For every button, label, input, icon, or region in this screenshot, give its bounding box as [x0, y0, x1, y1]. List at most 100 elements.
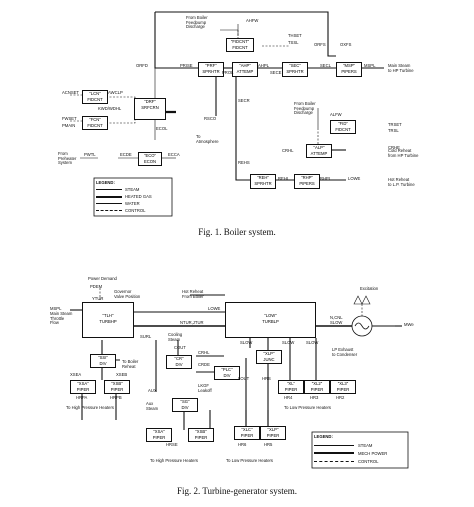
- block-alp: "ALP" ATTEMP: [306, 144, 332, 158]
- label-slow1: SLOW: [240, 340, 253, 345]
- block-tlh: "TLH" TURBHP: [82, 302, 134, 338]
- block-label: "XLP": [263, 351, 275, 356]
- label-trsl: TRSL: [388, 128, 399, 133]
- block-rhp: "RHP" PIPERS: [294, 174, 320, 189]
- label-rehs: REHS: [238, 160, 250, 165]
- block-type: ATTEMP: [310, 150, 328, 156]
- label-to-hp: To High Pressure Heaters: [66, 405, 114, 410]
- label-fwset: FWSET: [62, 116, 77, 121]
- block-type: SRFCRN: [141, 104, 159, 110]
- label-ecca: ECCA: [168, 152, 180, 157]
- label-alfw: ALFW: [330, 112, 342, 117]
- block-label: "ECO": [143, 153, 157, 158]
- block-plc: "PLC" DIV: [214, 366, 240, 380]
- legend-title: LEGEND:: [96, 180, 115, 185]
- label-hr4: HR4: [284, 395, 293, 400]
- block-type: DIV: [99, 360, 107, 366]
- block-cr: "CR" DIV: [166, 355, 192, 369]
- block-type: JUNC: [263, 356, 275, 362]
- label-xsea: XSEA: [70, 372, 82, 377]
- block-ssa: "XSA" PIPER: [146, 428, 172, 442]
- label-hrse: HRSE: [166, 442, 178, 447]
- block-type: PIPER: [152, 434, 166, 440]
- block-fidcnt-top: "FIDCNT" FIDCNT: [226, 38, 254, 52]
- block-xsb: "XSB" PIPER: [104, 380, 130, 394]
- label-ecol: ECOL: [156, 126, 168, 131]
- block-xlp2: "XLP" PIPER: [260, 426, 286, 440]
- block-msp: "MSP" PIPERS: [336, 62, 362, 77]
- block-type: TURBHP: [99, 318, 117, 324]
- block-type: PIPER: [110, 386, 124, 392]
- label-kwd: KWD/WDHL: [98, 106, 122, 111]
- label-pdem: PDEM: [90, 284, 103, 289]
- label-slow3: SLOW: [306, 340, 319, 345]
- block-type: ATTEMP: [236, 68, 254, 74]
- block-label: "CR": [174, 356, 184, 361]
- legend-swatch-control: [314, 460, 354, 462]
- block-type: PIPERS: [299, 180, 315, 186]
- block-label: "XSA": [77, 381, 89, 386]
- label-slow: N,CNL SLOW: [330, 315, 343, 325]
- label-to-lp: To Low Pressure Heaters: [284, 405, 332, 410]
- label-pwtl: PWTL: [84, 152, 96, 157]
- label-mspl: MSPL: [50, 306, 62, 311]
- block-label: "SSI": [98, 355, 108, 360]
- label-lp-exhaust: LP Exhaust to Condenser: [332, 347, 358, 357]
- label-ax-steam: Aux Steam: [146, 401, 159, 411]
- block-label: "FID": [338, 121, 348, 126]
- label-lkgf: LKGF Leakoff: [198, 383, 212, 393]
- block-label: "XSA": [153, 429, 165, 434]
- block-xsa: "XSA" PIPER: [70, 380, 96, 394]
- legend-item: CONTROL: [314, 457, 387, 465]
- block-label: "SEC": [289, 63, 301, 68]
- label-rsco: RSCO: [204, 116, 217, 121]
- block-sec: "SEC" SPRHTR: [282, 62, 308, 77]
- label-crde: CRDE: [198, 362, 210, 367]
- label-hr2: HR2: [336, 395, 345, 400]
- fig1-caption: Fig. 1. Boiler system.: [198, 227, 276, 237]
- block-ahp: "AHP" ATTEMP: [232, 62, 258, 77]
- legend-label: STEAM: [125, 187, 140, 192]
- label-governor: Governor Valve Position: [114, 289, 141, 299]
- legend-label: HEATED GAS: [125, 194, 152, 199]
- legend-swatch-gas: [96, 195, 122, 198]
- label-to-atm: To Atmosphere: [196, 134, 219, 144]
- label-crhe: CRHE: [388, 145, 400, 150]
- label-hot-reheat: Hot Reheat to L.P. Turbine: [388, 177, 415, 187]
- label-oxfs: OXFS: [340, 42, 352, 47]
- label-secl: SECL: [320, 63, 331, 68]
- block-label: "ALP": [313, 145, 325, 150]
- label-crhl: CRHL: [198, 350, 210, 355]
- legend-swatch-mech: [314, 452, 354, 454]
- legend-label: CONTROL: [358, 458, 379, 464]
- block-reh: "REH" SPRHTR: [250, 174, 276, 189]
- label-surl: SURL: [140, 334, 152, 339]
- legend-swatch-steam: [314, 444, 354, 446]
- label-prol: PROL: [222, 70, 234, 75]
- block-tlow: "LOW" TURBLP: [225, 302, 316, 338]
- legend-item: STEAM: [96, 186, 152, 193]
- block-type: SPRHTR: [286, 68, 304, 74]
- label-hr6: HR6: [238, 442, 247, 447]
- label-hrpa: HRPA: [76, 395, 88, 400]
- label-from-boiler-fw2: From Boiler Feedpump Discharge: [294, 101, 316, 116]
- fig1-legend: LEGEND: STEAM HEATED GAS WATER CONTROL: [96, 180, 152, 214]
- block-type: PIPER: [240, 432, 254, 438]
- block-type: ECON: [143, 158, 157, 164]
- label-rehl: REHL: [278, 176, 290, 181]
- block-label: "PLC": [221, 367, 233, 372]
- block-xl1: "XL" PIPER: [278, 380, 304, 394]
- block-xl2: "XL2" PIPER: [304, 380, 330, 394]
- block-label: "AHP": [239, 63, 251, 68]
- legend-label: WATER: [125, 201, 140, 206]
- label-ahfw: AHFW: [246, 18, 259, 23]
- block-label: "LOW": [264, 313, 277, 318]
- block-label: "FCN": [89, 117, 101, 122]
- label-cold-reheat: Cold Reheat from HP Turbine: [388, 148, 419, 158]
- label-crhl: CRHL: [282, 148, 294, 153]
- block-label: "PRF": [205, 63, 217, 68]
- label-hrs: HRS: [262, 376, 271, 381]
- label-hr3: HR3: [310, 395, 319, 400]
- block-label: "MSP": [342, 63, 356, 68]
- block-xlc: "XLC" PIPER: [234, 426, 260, 440]
